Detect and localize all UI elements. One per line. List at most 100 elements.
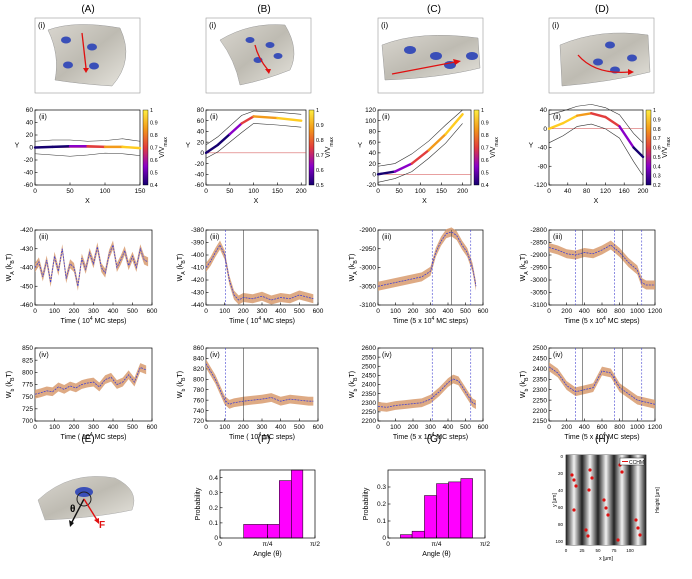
row-label-iii: (iii)	[553, 234, 562, 241]
x-tick-label: 200	[238, 424, 249, 431]
x-axis-label: Time ( 104 MC steps)	[61, 432, 127, 441]
mean-trace	[548, 244, 655, 286]
y-tick-label: 2400	[362, 382, 377, 389]
upper-bound-line	[377, 109, 463, 167]
error-band	[35, 363, 147, 399]
y-tick-label: -460	[20, 302, 33, 309]
y-tick-label: -3000	[359, 265, 376, 272]
y-tick-label: 825	[22, 357, 33, 364]
label-part: MC steps)	[434, 318, 468, 325]
y-tick-label: 2200	[362, 418, 377, 425]
x-tick-label: 500	[460, 308, 471, 315]
row-label-iv: (iv)	[210, 352, 220, 359]
y-axis-label: Y	[186, 143, 191, 150]
trajectory-segment	[276, 116, 303, 122]
x-tick-label: 100	[219, 424, 230, 431]
y-tick-label: 120	[365, 107, 376, 114]
trajectory-segment	[33, 145, 54, 149]
y-tick-label: 0	[372, 171, 376, 178]
x-tick-label: 200	[69, 424, 80, 431]
y-tick-label: -400	[191, 252, 204, 259]
schematic-e: (E) θ F	[37, 434, 135, 531]
label-part: W	[177, 391, 184, 398]
h-ylabel: y [μm]	[552, 493, 558, 507]
y-tick-label: -2950	[530, 265, 547, 272]
y-axis-label: Probability	[363, 487, 370, 520]
y-tick-label: 20	[26, 132, 34, 139]
x-tick-label: 600	[597, 424, 608, 431]
label-part: Time ( 10	[229, 434, 258, 441]
label-part: W	[177, 274, 184, 281]
x-tick-label: 0	[33, 308, 37, 315]
error-band	[549, 362, 655, 409]
y-tick-label: -420	[20, 227, 33, 234]
mean-trace	[377, 231, 477, 287]
y-tick-label: 0.4	[209, 475, 218, 482]
y-tick-label: -2800	[530, 227, 547, 234]
y-tick-label: -2900	[530, 252, 547, 259]
lower-bound-line	[377, 123, 463, 183]
y-tick-label: -80	[538, 163, 548, 170]
row-label-i-c: (i)	[381, 21, 388, 30]
x-tick-label: 0	[204, 424, 208, 431]
x-tick-label: 600	[147, 308, 158, 315]
x-axis-label: Time ( 104 MC steps)	[229, 316, 295, 325]
x-axis-label: Time (5 x 104 MC steps)	[393, 432, 468, 441]
mean-trace	[377, 378, 477, 408]
y-tick-label: 0	[543, 126, 547, 133]
label-part: (k	[349, 380, 356, 388]
svg-text:100: 100	[555, 539, 563, 544]
x-tick-label: π/4	[263, 541, 273, 548]
y-tick-label: 775	[22, 382, 33, 389]
colorbar-tick-label: 1	[653, 108, 656, 114]
y-tick-label: 2300	[362, 400, 377, 407]
histogram-bar	[279, 480, 292, 539]
colorbar	[308, 109, 315, 186]
label-part: max	[329, 137, 335, 147]
y-tick-label: 60	[369, 139, 377, 146]
x-axis-label: X	[422, 198, 427, 205]
trajectory-segment	[618, 125, 635, 149]
x-tick-label: 1000	[630, 424, 645, 431]
y-tick-label: 0	[29, 145, 33, 152]
label-part: B	[181, 377, 187, 381]
mean-trace	[34, 366, 147, 395]
schematic-b-i: (i)	[205, 17, 312, 94]
x-tick-label: 600	[313, 308, 324, 315]
x-tick-label: 400	[579, 424, 590, 431]
label-part: B	[353, 377, 359, 381]
histogram-bar	[291, 469, 304, 539]
x-tick-label: 500	[460, 424, 471, 431]
y-tick-label: -20	[367, 182, 377, 189]
col-header-b: (B)	[257, 4, 270, 15]
x-tick-label: π/2	[480, 541, 490, 548]
y-tick-label: 20	[197, 139, 205, 146]
histogram-bar	[424, 495, 437, 539]
y-tick-label: 2450	[533, 356, 548, 363]
y-tick-label: 725	[22, 406, 33, 413]
y-axis-label: Y	[358, 143, 363, 150]
x-tick-label: 0	[204, 188, 208, 195]
col-header-d: (D)	[595, 4, 609, 15]
y-tick-label: 2500	[362, 363, 377, 370]
y-tick-label: -40	[538, 145, 548, 152]
label-part: V/V	[325, 146, 332, 158]
y-tick-label: 2300	[533, 387, 548, 394]
x-tick-label: 0	[33, 424, 37, 431]
label-part: A	[524, 271, 530, 275]
colorbar-label: V/Vmax	[490, 137, 500, 158]
schematic-c-i: (i)	[377, 17, 484, 94]
y-tick-label: 60	[197, 118, 205, 125]
x-tick-label: 600	[478, 308, 489, 315]
x-tick-label: π/4	[432, 541, 442, 548]
x-tick-label: 400	[275, 308, 286, 315]
y-tick-label: 2400	[533, 366, 548, 373]
y-tick-label: 740	[193, 408, 204, 415]
label-part: (k	[520, 263, 527, 271]
x-tick-label: 100	[219, 308, 230, 315]
y-tick-label: -420	[191, 277, 204, 284]
